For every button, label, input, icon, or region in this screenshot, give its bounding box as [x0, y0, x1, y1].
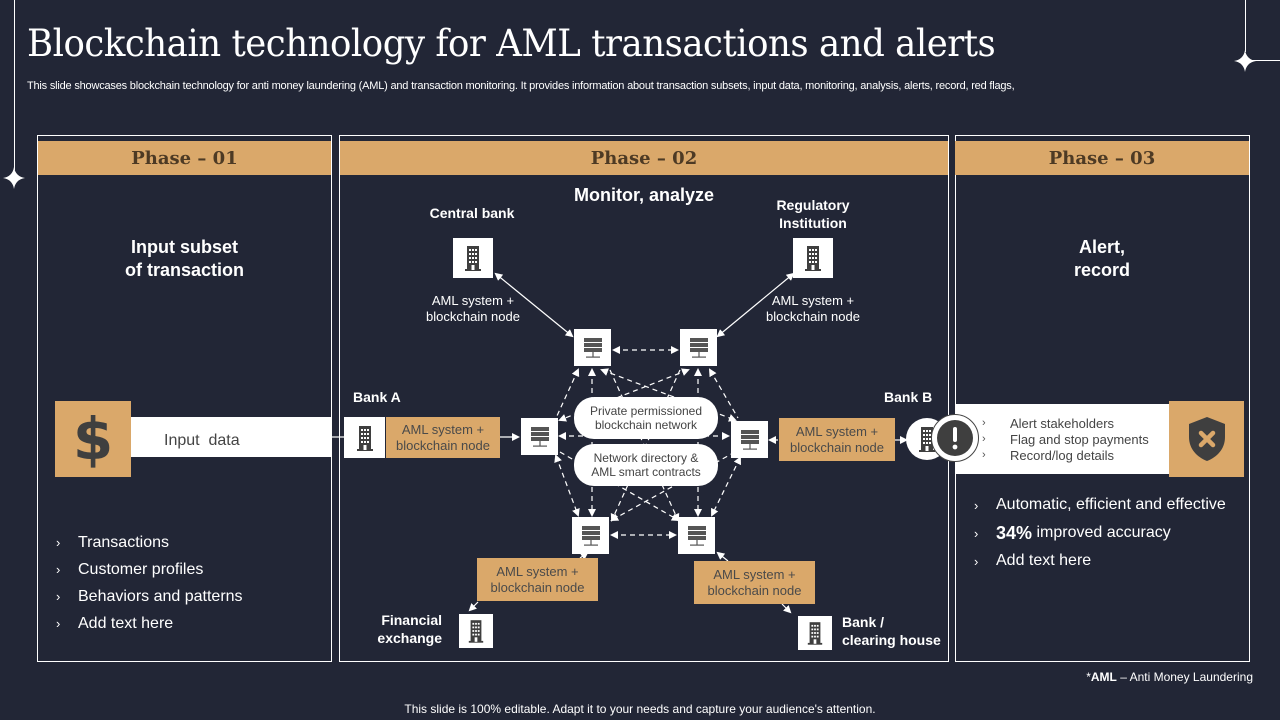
- shield-tile: [1169, 401, 1244, 477]
- financial-exchange-node-box: AML system +blockchain node: [477, 558, 598, 601]
- building-icon: [919, 427, 935, 452]
- chevron-right-icon: ›: [56, 535, 61, 550]
- list-item: ›Record/log details: [976, 447, 1149, 463]
- bank-a-tile[interactable]: [344, 417, 385, 458]
- regulatory-institution-label: Regulatory Institution: [776, 197, 850, 231]
- central-bank-node-label: AML system + blockchain node: [426, 293, 520, 324]
- clearing-house-label: Bank / clearing house: [842, 614, 941, 648]
- server-icon: [687, 525, 706, 546]
- decor-line-right: [1245, 0, 1246, 52]
- central-bank-tile[interactable]: [453, 238, 493, 278]
- alert-strip: [955, 404, 1170, 474]
- server-icon: [583, 337, 602, 358]
- dollar-tile: $: [55, 401, 131, 477]
- alert-actions-list: ›Alert stakeholders ›Flag and stop payme…: [976, 415, 1149, 463]
- central-bank-label: Central bank: [429, 205, 515, 221]
- server-icon: [689, 337, 708, 358]
- list-item: ›Customer profiles: [56, 560, 204, 578]
- building-icon: [807, 622, 823, 645]
- decor-line-right-h: [1245, 60, 1280, 61]
- shield-x-icon: [1188, 417, 1225, 461]
- chevron-right-icon: ›: [56, 616, 61, 631]
- phase-2-header: Phase – 02: [340, 141, 948, 175]
- server-node-top-left[interactable]: [574, 329, 611, 366]
- server-node-top-right[interactable]: [680, 329, 717, 366]
- phase-1-panel: [37, 135, 332, 662]
- input-data-label: Input data: [164, 432, 240, 449]
- link-regulatory: [716, 272, 795, 338]
- building-icon: [465, 246, 481, 271]
- server-node-bottom-right[interactable]: [678, 517, 715, 554]
- chevron-right-icon: ›: [974, 525, 979, 541]
- financial-exchange-label: Financial exchange: [377, 612, 442, 646]
- phase-3-panel: [955, 135, 1250, 662]
- server-icon: [530, 426, 549, 447]
- financial-exchange-tile[interactable]: [459, 614, 493, 648]
- page-subtitle: This slide showcases blockchain technolo…: [27, 80, 1015, 92]
- server-icon: [740, 429, 759, 450]
- phase-3-bullets: ›Automatic, efficient and effective › 34%…: [974, 491, 1226, 575]
- bank-a-label: Bank A: [353, 389, 401, 405]
- link-clearing-down: [781, 603, 792, 614]
- list-item: ›Flag and stop payments: [976, 431, 1149, 447]
- phase-2-panel: [339, 135, 949, 662]
- list-item: ›Add text here: [56, 614, 174, 632]
- chevron-right-icon: ›: [974, 553, 979, 569]
- bank-a-node-box: AML system +blockchain node: [386, 417, 500, 458]
- bank-b-label: Bank B: [884, 389, 933, 405]
- alert-badge: [931, 414, 979, 462]
- chevron-right-icon: ›: [982, 449, 986, 461]
- decor-line-left: [14, 0, 15, 170]
- phase-1-heading: Input subset of transaction: [124, 237, 244, 280]
- link-clearing-up: [716, 551, 729, 562]
- smart-contracts-pill: Network directory &AML smart contracts: [574, 444, 718, 486]
- link-fin-exchange-down: [468, 601, 479, 612]
- building-icon: [468, 620, 484, 643]
- clearing-house-tile[interactable]: [798, 616, 832, 650]
- dashed-link: [554, 454, 580, 517]
- chevron-right-icon: ›: [56, 562, 61, 577]
- phase-3-heading: Alert, record: [1073, 237, 1131, 280]
- phase-3-header: Phase – 03: [955, 141, 1249, 175]
- dashed-link: [610, 451, 736, 521]
- server-node-right[interactable]: [731, 421, 768, 458]
- dashed-link: [558, 368, 690, 422]
- input-data-strip: [130, 417, 331, 457]
- chevron-right-icon: ›: [982, 433, 986, 445]
- building-icon: [805, 246, 821, 271]
- phase-2-heading: Monitor, analyze: [573, 185, 715, 205]
- page-title: Blockchain technology for AML transactio…: [27, 22, 996, 65]
- phase-1-header: Phase – 01: [38, 141, 331, 175]
- list-item: ›Behaviors and patterns: [56, 587, 243, 605]
- phase-1-bullets: ›Transactions ›Customer profiles ›Behavi…: [56, 529, 243, 637]
- exclamation-icon: [937, 420, 973, 456]
- building-icon: [356, 425, 373, 451]
- sparkle-icon: [3, 167, 25, 189]
- regulatory-institution-tile[interactable]: [793, 238, 833, 278]
- server-node-bottom-left[interactable]: [572, 517, 609, 554]
- list-item: ›Automatic, efficient and effective: [974, 496, 1226, 513]
- list-item: ›Add text here: [974, 552, 1092, 569]
- clearing-house-node-box: AML system +blockchain node: [694, 561, 815, 604]
- chevron-right-icon: ›: [982, 417, 986, 429]
- dashed-link: [711, 456, 741, 517]
- server-node-left[interactable]: [521, 418, 558, 455]
- sparkle-icon: [1234, 50, 1256, 72]
- link-central-bank: [494, 272, 574, 338]
- server-icon: [581, 525, 600, 546]
- aml-footnote: *AML – Anti Money Laundering: [1086, 670, 1253, 684]
- footer-note: This slide is 100% editable. Adapt it to…: [404, 702, 876, 716]
- chevron-right-icon: ›: [974, 497, 979, 513]
- regulatory-node-label: AML system + blockchain node: [766, 293, 860, 324]
- bank-b-node-box: AML system +blockchain node: [779, 418, 895, 461]
- list-item: ›Transactions: [56, 533, 169, 551]
- accuracy-stat: 34%: [996, 522, 1033, 543]
- list-item: ›34% improved accuracy: [974, 522, 1171, 543]
- list-item: ›Alert stakeholders: [976, 415, 1149, 431]
- chevron-right-icon: ›: [56, 589, 61, 604]
